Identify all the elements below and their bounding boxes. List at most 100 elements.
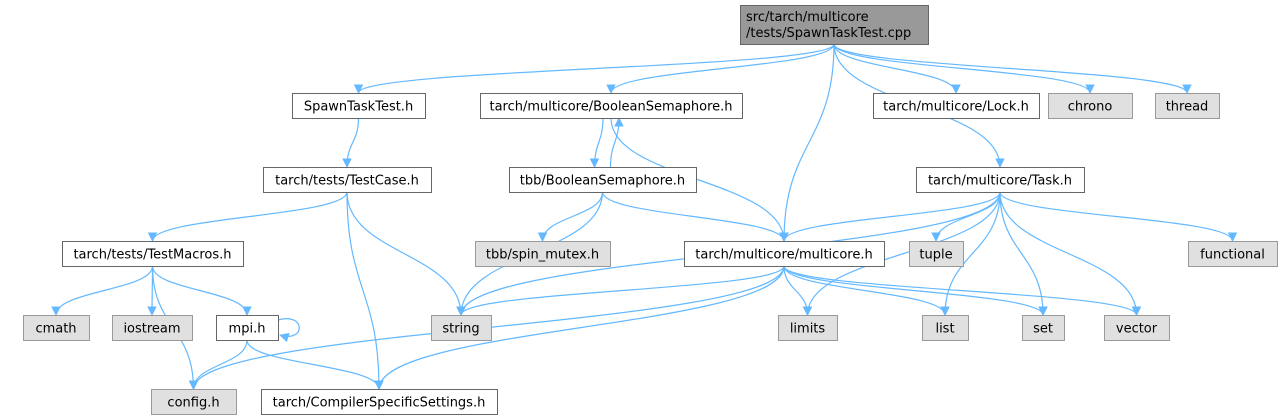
node-label: /tests/SpawnTaskTest.cpp	[746, 26, 911, 41]
node-box	[23, 315, 90, 341]
node-label: limits	[790, 322, 826, 337]
node-box	[740, 5, 929, 45]
edge-booleansemaphore-h-to-multicore-h	[610, 117, 789, 242]
edge-multicore-h-to-list	[783, 265, 950, 316]
node-label: functional	[1200, 248, 1265, 263]
node-spawntasktest-h[interactable]: SpawnTaskTest.h	[292, 93, 426, 119]
edge-tbb-booleansemaphore-h-to-spin-mutex-h	[537, 191, 604, 242]
node-mpi-h[interactable]: mpi.h	[216, 315, 279, 341]
node-box	[292, 93, 426, 119]
node-box	[431, 315, 492, 341]
node-box	[151, 389, 237, 415]
node-label: string	[442, 322, 479, 337]
node-root[interactable]: src/tarch/multicore/tests/SpawnTaskTest.…	[740, 5, 929, 45]
node-label: tbb/spin_mutex.h	[486, 248, 599, 263]
edges-layer	[51, 43, 1238, 390]
node-thread[interactable]: thread	[1155, 93, 1220, 119]
node-box	[216, 315, 279, 341]
node-spin-mutex-h[interactable]: tbb/spin_mutex.h	[475, 241, 611, 267]
edge-task-h-to-tuple	[931, 191, 1001, 242]
node-box	[909, 241, 964, 267]
node-label: tarch/multicore/multicore.h	[695, 248, 872, 263]
edge-task-h-to-functional	[999, 191, 1238, 242]
node-booleansemaphore-h[interactable]: tarch/multicore/BooleanSemaphore.h	[480, 93, 743, 119]
edge-task-h-to-vector	[999, 191, 1142, 316]
node-box	[263, 167, 432, 193]
edge-root-to-multicore-h	[779, 43, 835, 242]
node-chrono[interactable]: chrono	[1048, 93, 1133, 119]
nodes-layer: src/tarch/multicore/tests/SpawnTaskTest.…	[23, 5, 1278, 415]
node-cmath[interactable]: cmath	[23, 315, 90, 341]
node-testmacros-h[interactable]: tarch/tests/TestMacros.h	[62, 241, 244, 267]
node-label: src/tarch/multicore	[746, 10, 869, 25]
edge-root-to-lock-h	[833, 43, 961, 94]
edge-task-h-to-multicore-h	[779, 191, 1001, 242]
edge-multicore-h-to-vector	[783, 265, 1142, 316]
node-multicore-h[interactable]: tarch/multicore/multicore.h	[684, 241, 885, 267]
edge-multicore-h-to-limits	[783, 265, 813, 316]
node-label: tarch/multicore/BooleanSemaphore.h	[489, 100, 732, 115]
node-label: mpi.h	[229, 322, 266, 337]
node-label: iostream	[123, 322, 180, 337]
node-box	[1048, 93, 1133, 119]
node-box	[778, 315, 838, 341]
edge-testcase-h-to-compilerspecific-h	[346, 191, 384, 390]
node-box	[261, 389, 498, 415]
edge-testmacros-h-to-mpi-h	[151, 265, 252, 316]
node-iostream[interactable]: iostream	[112, 315, 193, 341]
node-box	[1155, 93, 1220, 119]
node-label: tarch/CompilerSpecificSettings.h	[273, 396, 486, 411]
node-box	[922, 315, 969, 341]
node-box	[62, 241, 244, 267]
node-compilerspecific-h[interactable]: tarch/CompilerSpecificSettings.h	[261, 389, 498, 415]
node-functional[interactable]: functional	[1188, 241, 1278, 267]
edge-testcase-h-to-testmacros-h	[147, 191, 348, 242]
edge-multicore-h-to-compilerspecific-h	[374, 265, 785, 390]
node-vector[interactable]: vector	[1104, 315, 1170, 341]
edge-multicore-h-to-set	[783, 265, 1048, 316]
edge-mpi-h-to-config-h	[188, 339, 248, 390]
node-tbb-booleansemaphore-h[interactable]: tbb/BooleanSemaphore.h	[509, 167, 697, 193]
edge-mpi-h-to-mpi-h	[277, 318, 300, 343]
edge-root-to-chrono	[833, 43, 1095, 94]
node-box	[112, 315, 193, 341]
node-box	[916, 167, 1085, 193]
node-list[interactable]: list	[922, 315, 969, 341]
node-testcase-h[interactable]: tarch/tests/TestCase.h	[263, 167, 432, 193]
node-box	[475, 241, 611, 267]
node-tuple[interactable]: tuple	[909, 241, 964, 267]
node-task-h[interactable]: tarch/multicore/Task.h	[916, 167, 1085, 193]
node-box	[873, 93, 1040, 119]
edge-root-to-thread	[833, 43, 1192, 94]
node-config-h[interactable]: config.h	[151, 389, 237, 415]
node-string[interactable]: string	[431, 315, 492, 341]
node-label: set	[1033, 322, 1053, 337]
node-label: tbb/BooleanSemaphore.h	[520, 174, 685, 189]
node-label: thread	[1166, 100, 1209, 115]
node-label: tarch/tests/TestMacros.h	[73, 248, 231, 263]
node-label: list	[935, 322, 954, 337]
node-lock-h[interactable]: tarch/multicore/Lock.h	[873, 93, 1040, 119]
edge-tbb-booleansemaphore-h-to-booleansemaphore-h	[609, 117, 624, 168]
node-label: SpawnTaskTest.h	[304, 100, 413, 115]
edge-testmacros-h-to-cmath	[51, 265, 154, 316]
edge-root-to-spawntasktest-h	[353, 43, 835, 94]
node-label: tarch/multicore/Lock.h	[883, 100, 1029, 115]
edge-testcase-h-to-string	[346, 191, 466, 316]
node-box	[480, 93, 743, 119]
node-label: config.h	[167, 396, 219, 411]
node-label: vector	[1116, 322, 1158, 337]
node-label: cmath	[35, 322, 76, 337]
edge-tbb-booleansemaphore-h-to-multicore-h	[601, 191, 789, 242]
node-label: tarch/multicore/Task.h	[928, 174, 1072, 189]
node-box	[1104, 315, 1170, 341]
node-limits[interactable]: limits	[778, 315, 838, 341]
edge-mpi-h-to-compilerspecific-h	[246, 339, 384, 390]
edge-task-h-to-list	[940, 191, 1001, 316]
edge-task-h-to-limits	[802, 191, 1001, 316]
node-label: tuple	[919, 248, 952, 263]
node-label: tarch/tests/TestCase.h	[275, 174, 419, 189]
node-set[interactable]: set	[1022, 315, 1065, 341]
edge-spawntasktest-h-to-testcase-h	[342, 117, 360, 168]
